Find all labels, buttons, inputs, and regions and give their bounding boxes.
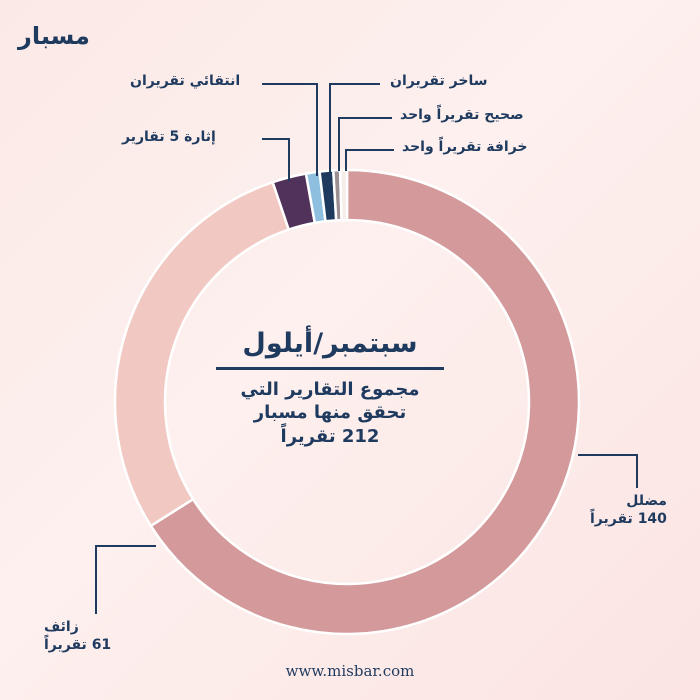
slice-misleading <box>149 168 581 636</box>
leader-sensational <box>262 138 290 181</box>
label-sensational-name: إثارة <box>184 129 216 145</box>
label-true: صحيح تقريراً واحد <box>400 106 524 124</box>
label-true-count: تقريراً واحد <box>400 107 480 123</box>
month-title: سبتمبر/أيلول <box>242 328 418 359</box>
title-divider <box>216 367 444 370</box>
label-sensational-count: 5 تقارير <box>122 129 180 145</box>
label-satire-count: تقريران <box>390 73 445 89</box>
label-selective-count: تقريران <box>130 73 185 89</box>
label-sensational: إثارة 5 تقارير <box>122 128 216 146</box>
footer-url: www.misbar.com <box>285 662 415 680</box>
label-satire-name: ساخر <box>449 73 488 89</box>
brand-logo: مسبار <box>18 22 90 50</box>
label-selective-name: انتقائي <box>189 73 241 89</box>
label-misleading: مضلل 140 تقريراً <box>590 492 667 528</box>
leader-selective <box>262 83 318 176</box>
label-satire: ساخر تقريران <box>390 72 487 90</box>
leader-true <box>338 117 392 171</box>
leader-satire <box>329 83 380 176</box>
summary-line-1: مجموع التقارير التي <box>240 379 420 400</box>
leader-myth <box>345 149 394 171</box>
label-true-name: صحيح <box>484 107 524 123</box>
summary-line-2: تحقق منها مسبار <box>253 402 407 424</box>
label-misleading-count: 140 تقريراً <box>590 511 667 528</box>
leader-false <box>95 545 156 614</box>
label-myth-count: تقريراً واحد <box>402 139 482 155</box>
label-false-name: زائف <box>44 619 79 635</box>
slice-myth <box>338 168 349 222</box>
label-false-count: 61 تقريراً <box>44 637 112 654</box>
label-false: زائف 61 تقريراً <box>44 618 111 654</box>
center-summary: سبتمبر/أيلول مجموع التقارير التي تحقق من… <box>210 328 450 448</box>
label-myth: خرافة تقريراً واحد <box>402 138 528 156</box>
label-myth-name: خرافة <box>486 139 528 155</box>
summary-total: 212 تقريراً <box>280 425 380 447</box>
label-selective: انتقائي تقريران <box>130 72 240 90</box>
leader-misleading <box>578 454 638 488</box>
label-misleading-name: مضلل <box>626 493 667 509</box>
